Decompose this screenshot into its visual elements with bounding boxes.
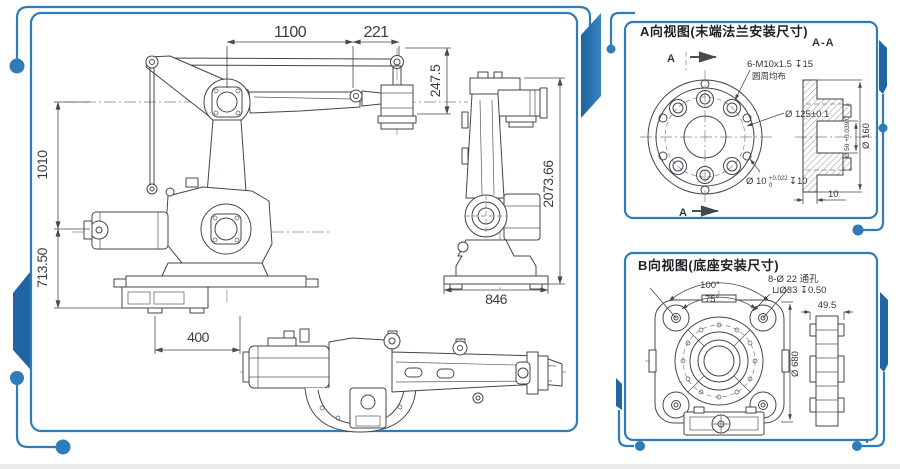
frame-decoration-panel-a [606,11,888,236]
dim-846: 846 [485,291,508,307]
main-panel [29,11,579,433]
base-plan-view: 100° 75° 8-Ø 22 通孔 ⊔Ø33 ↧0.50 Ø 680 [645,274,826,436]
dim-400: 400 [187,329,210,345]
frame-decoration-panel-b [616,292,888,451]
section-a-a: Ø 160 Ø 50 +0.039/0 10 [794,79,878,204]
panel-b-title: B向视图(底座安装尺寸) [638,258,779,273]
frame-node-bottom [55,439,71,455]
dim-713-50: 713.50 [34,247,50,288]
bottom-shadow [0,464,900,469]
panel-a-content: A向视图(末端法兰安装尺寸) A-A A A [640,24,878,219]
ann-bolts: 6-M10x1.5 ↧15 [747,59,813,70]
side-view [443,71,549,292]
ann-angle-inner: 75° [705,294,720,305]
frame-node-top-left [9,58,25,74]
ann-width: 49.5 [818,300,837,311]
frame-wedge-main-right [581,13,601,118]
base-side-view: 49.5 [801,300,853,427]
ann-pattern: 圆周均布 [752,71,786,81]
ann-spotface: ⊔Ø33 ↧0.50 [772,285,826,296]
front-view [64,48,468,314]
ann-pin-tol-lo: 0 [769,183,773,189]
ann-angle-outer: 100° [700,280,720,291]
ann-pin: Ø 10 [746,176,767,187]
main-dimensions: 1100 221 247.5 1010 713.50 400 2073.66 8… [34,24,565,354]
section-label: A-A [812,37,835,49]
frame-decoration-left [9,5,592,455]
top-view [240,328,566,433]
ann-pin-depth: ↧10 [789,176,808,187]
dim-top-221: 221 [364,24,390,41]
ann-base-dia: Ø 680 [790,351,801,377]
view-arrow-label-bottom: A [679,207,688,219]
dim-1010: 1010 [34,150,50,180]
dim-247-5: 247.5 [427,64,443,97]
ann-outer-dia: Ø 160 [861,123,872,149]
frame-wedge-left [13,272,30,369]
ann-holes: 8-Ø 22 通孔 [768,274,819,285]
ann-bore: Ø 50 +0.039/0 [844,116,851,158]
flange-face-view: A A [640,51,772,219]
panel-b-content: B向视图(底座安装尺寸) [638,258,853,436]
frame-node-bottom-left [10,371,24,385]
dim-2073-66: 2073.66 [540,160,556,208]
ann-pin-tol-hi: +0.022 [769,176,788,182]
view-arrow-label-top: A [667,53,676,65]
dim-top-1100: 1100 [274,24,307,41]
ann-thickness: 10 [828,189,839,200]
panel-a-title: A向视图(末端法兰安装尺寸) [640,24,808,39]
